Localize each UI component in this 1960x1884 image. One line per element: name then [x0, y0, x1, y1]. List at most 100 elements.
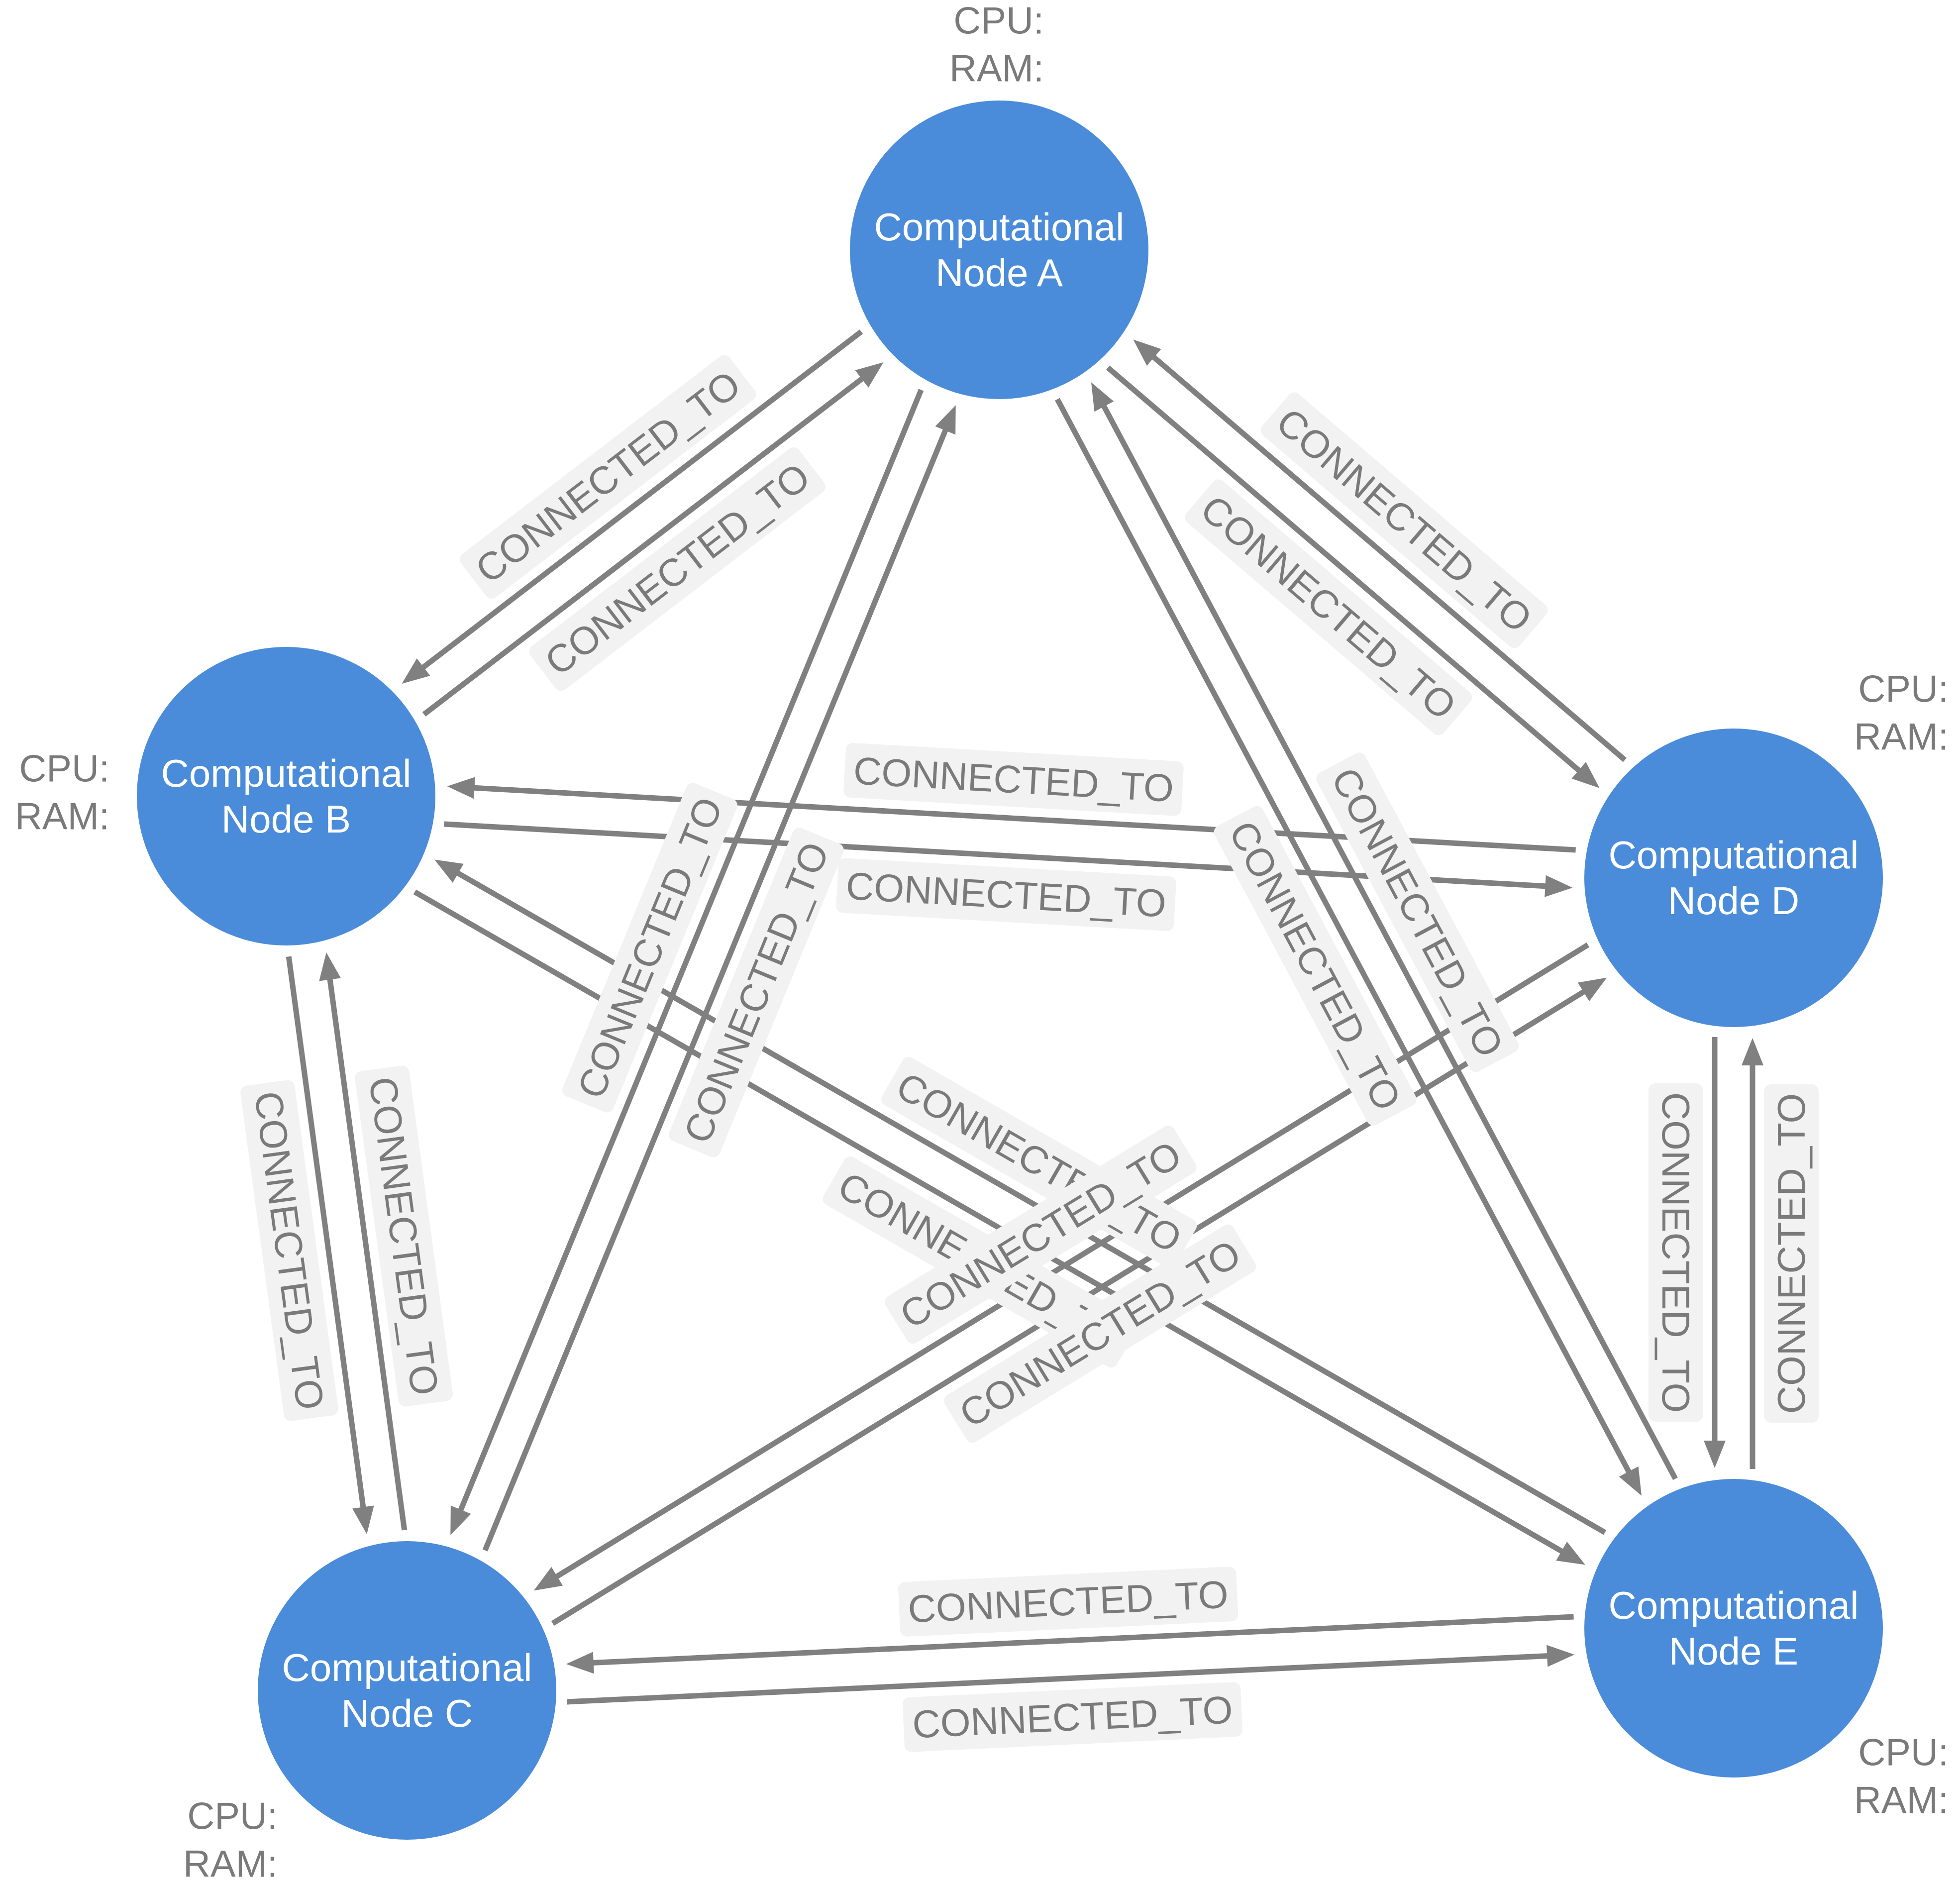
edge-label: CONNECTED_TO — [1649, 1083, 1703, 1422]
arrowhead-icon — [447, 777, 475, 799]
edge-label-background — [1649, 1083, 1703, 1422]
edge-line — [1096, 395, 1678, 1480]
node-circle[interactable] — [1584, 1479, 1883, 1778]
edge-b-to-a — [422, 362, 884, 717]
edge-label-background — [1260, 392, 1548, 648]
edge-line — [567, 1653, 1558, 1705]
arrowhead-icon — [1571, 762, 1600, 788]
arrowhead-icon — [1577, 977, 1607, 1002]
edge-label-text: CONNECTED_TO — [361, 1074, 447, 1398]
edge-line — [413, 329, 863, 676]
edge-label: CONNECTED_TO — [1764, 1084, 1819, 1423]
arrowhead-icon — [935, 405, 956, 435]
edge-a-to-c — [450, 389, 924, 1535]
edge-label-background — [1764, 1084, 1819, 1423]
arrowhead-icon — [566, 1652, 594, 1674]
node-label-line2: Node D — [1668, 879, 1799, 923]
edge-e-to-d — [1742, 1038, 1763, 1469]
edge-label-background — [898, 1567, 1238, 1637]
edge-label-background — [240, 1080, 338, 1421]
arrowhead-icon — [1742, 1038, 1763, 1065]
edge-labels-layer: CONNECTED_TO CONNECTED_TO CONNECTED_TO CONN… — [240, 355, 1819, 1752]
edge-line — [546, 942, 1590, 1584]
ram-label: RAM: — [949, 48, 1044, 90]
edge-label-background — [1185, 479, 1472, 735]
node-label-line2: Node C — [341, 1691, 473, 1735]
ram-label: RAM: — [183, 1843, 278, 1884]
node-label-line1: Computational — [161, 751, 412, 795]
edge-label-background — [843, 742, 1184, 816]
ram-label: RAM: — [15, 796, 109, 838]
edge-label-text: CONNECTED_TO — [1769, 1093, 1813, 1414]
arrowhead-icon — [434, 859, 464, 883]
node-circle[interactable] — [137, 647, 435, 945]
edge-label-background — [1316, 752, 1519, 1072]
arrowhead-icon — [352, 1505, 374, 1534]
edge-d-to-c — [533, 942, 1590, 1591]
cpu-label: CPU: — [187, 1795, 278, 1838]
edge-line — [1055, 398, 1637, 1483]
edge-label-background — [1214, 806, 1417, 1126]
edge-label-background — [529, 447, 825, 691]
arrowhead-icon — [855, 362, 884, 388]
edge-line — [482, 419, 952, 1552]
edge-label-text: CONNECTED_TO — [246, 1089, 333, 1412]
edge-label-background — [884, 1125, 1197, 1344]
node-label-line2: Node B — [221, 797, 351, 841]
arrowhead-icon — [1545, 875, 1573, 897]
edge-label-background — [836, 858, 1176, 932]
edge-label: CONNECTED_TO — [240, 1080, 338, 1421]
edge-line — [1143, 348, 1627, 762]
arrowhead-icon — [1556, 1542, 1585, 1565]
edge-label-background — [944, 1224, 1256, 1443]
arrowhead-icon — [319, 952, 341, 981]
node-circle[interactable] — [850, 101, 1148, 399]
edge-label-background — [902, 1682, 1242, 1752]
edge-a-to-b — [402, 329, 863, 684]
cpu-label: CPU: — [19, 748, 109, 790]
edge-c-to-e — [567, 1645, 1575, 1705]
edge-e-to-a — [1091, 382, 1678, 1480]
node-label-line1: Computational — [1609, 833, 1859, 877]
edge-line — [422, 370, 872, 717]
node-label-line2: Node E — [1669, 1629, 1798, 1673]
ram-label: RAM: — [1854, 716, 1949, 758]
edge-d-to-e — [1704, 1037, 1726, 1468]
edge-line — [582, 1614, 1574, 1666]
ram-label: RAM: — [1854, 1779, 1949, 1822]
edge-label-background — [562, 783, 737, 1113]
edge-label: CONNECTED_TO — [355, 1065, 453, 1407]
edge-label-text: CONNECTED_TO — [852, 748, 1175, 810]
node-circle[interactable] — [1584, 729, 1883, 1027]
cpu-label: CPU: — [953, 0, 1044, 42]
arrowhead-icon — [533, 1567, 563, 1591]
edge-line — [454, 389, 924, 1521]
arrowhead-icon — [1704, 1441, 1726, 1468]
edge-label: CONNECTED_TO — [898, 1567, 1238, 1637]
node-label-line1: Computational — [282, 1646, 532, 1689]
edge-line — [325, 968, 408, 1531]
edge-c-to-b — [319, 952, 408, 1531]
arrowhead-icon — [1133, 339, 1161, 366]
node-circle[interactable] — [258, 1541, 556, 1840]
edge-label: CONNECTED_TO — [902, 1682, 1242, 1752]
edge-c-to-a — [482, 405, 956, 1552]
edge-line — [286, 956, 368, 1519]
edge-label-background — [669, 828, 844, 1157]
edge-label-text: CONNECTED_TO — [1654, 1092, 1698, 1413]
arrowhead-icon — [1619, 1466, 1642, 1496]
edge-label: CONNECTED_TO — [836, 858, 1176, 932]
edge-line — [1106, 365, 1589, 780]
cpu-label: CPU: — [1858, 1732, 1949, 1774]
edge-a-to-d — [1106, 365, 1600, 788]
edge-label-text: CONNECTED_TO — [845, 864, 1167, 926]
node-label-line1: Computational — [1609, 1583, 1859, 1627]
edge-label-background — [355, 1065, 453, 1407]
